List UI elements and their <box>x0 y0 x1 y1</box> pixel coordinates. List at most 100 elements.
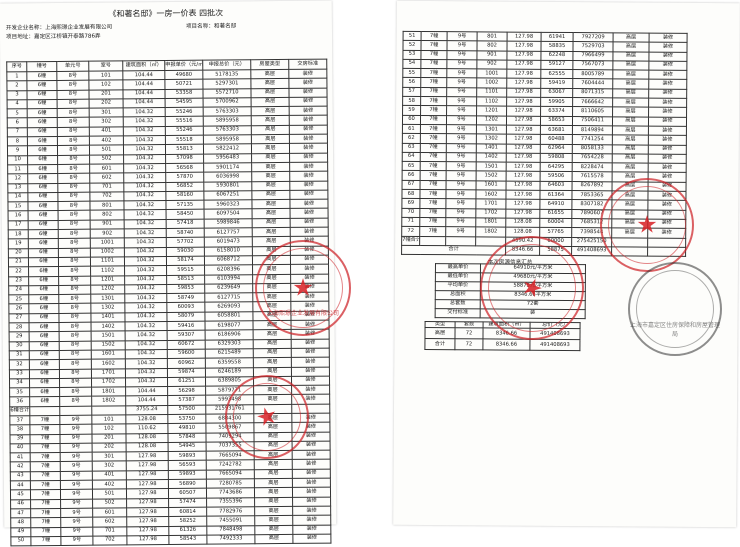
table-cell: 高层 <box>251 190 290 200</box>
table-cell: 35 <box>9 387 30 398</box>
table-cell: 装修 <box>289 171 328 181</box>
table-cell: 104.32 <box>123 182 166 192</box>
table-cell: 装修 <box>290 301 329 312</box>
table-cell: 装修 <box>292 487 331 498</box>
table-cell: 5901174 <box>203 162 252 173</box>
table-cell: 127.98 <box>506 59 541 70</box>
table-cell: 11 <box>7 164 28 175</box>
table-cell: 104.32 <box>123 135 166 146</box>
table-cell: 8号 <box>56 89 90 100</box>
table-cell: 104.32 <box>124 247 167 257</box>
table-cell: 装修 <box>292 533 331 544</box>
table-cell: 高层 <box>612 97 649 108</box>
table-cell: 8267892 <box>572 181 613 191</box>
table-cell: 1601 <box>476 180 507 191</box>
summary-label: 总套数 <box>435 299 481 309</box>
table-cell: 54 <box>402 59 421 69</box>
table-cell: 7幢 <box>420 59 447 69</box>
table-cell: 装修 <box>647 191 687 201</box>
table-cell: 25 <box>8 294 29 305</box>
table-cell: 9号 <box>60 517 93 527</box>
table-cell: 7幢 <box>420 115 447 125</box>
table-cell: 1701 <box>475 199 506 209</box>
table-cell: 72 <box>454 338 483 351</box>
table-cell: 装修 <box>648 70 687 80</box>
table-cell: 60093 <box>166 302 205 313</box>
table-cell: 6幢 <box>27 136 58 147</box>
table-cell: 7037355 <box>206 441 255 452</box>
table-cell: 7604444 <box>572 79 613 89</box>
table-cell: 9号 <box>446 78 477 88</box>
table-cell: 6幢 <box>29 341 60 351</box>
table-cell: 6幢 <box>26 80 57 91</box>
table-cell: 5700962 <box>203 97 252 108</box>
table-cell: 装修 <box>288 87 328 98</box>
table-cell: 57 <box>402 87 421 97</box>
table-cell: 6198077 <box>205 320 254 331</box>
table-cell: 57765 <box>539 227 572 238</box>
table-cell: 高层 <box>253 413 292 424</box>
table-cell: 3 <box>6 90 28 100</box>
table-cell: 51 <box>403 31 422 41</box>
table-cell: 5993498 <box>205 395 254 405</box>
table-cell: 6215489 <box>205 348 254 359</box>
table-cell: 20 <box>8 248 29 258</box>
table-cell: 装修 <box>292 450 331 460</box>
developer-name: 开发企业名称：上海熙璟企业发展有限公司 <box>5 24 113 32</box>
table-cell: 104.32 <box>123 191 166 202</box>
table-cell: 装修 <box>648 42 688 52</box>
table-cell: 高层 <box>251 153 290 163</box>
table-cell: 9号 <box>446 96 477 107</box>
table-cell: 57418 <box>166 218 205 229</box>
table-cell: 38 <box>9 424 30 435</box>
table-cell: 8号 <box>59 359 92 369</box>
table-cell: 50 <box>10 536 31 547</box>
table-cell: 1101 <box>90 256 125 267</box>
table-cell: 高层 <box>612 88 649 99</box>
table-cell: 127.98 <box>126 470 169 480</box>
table-cell: 28 <box>9 322 30 333</box>
table-cell: 1501 <box>476 162 507 172</box>
table-cell: 901 <box>90 219 125 230</box>
table-cell: 装修 <box>291 348 330 358</box>
table-cell: 5178135 <box>202 69 251 80</box>
table-cell: 58835 <box>540 41 574 52</box>
table-cell: 127.98 <box>506 78 541 89</box>
table-cell: 装修 <box>648 51 687 62</box>
table-cell: 49 <box>10 527 31 537</box>
table-cell: 1401 <box>476 143 507 153</box>
table-cell: 1802 <box>91 396 126 406</box>
table-cell: 19 <box>8 239 29 249</box>
table-cell: 装修 <box>289 115 328 126</box>
table-cell: 1402 <box>91 321 126 332</box>
table-cell: 高层 <box>251 125 290 135</box>
table-cell: 58875 <box>539 246 572 256</box>
table-cell: 202 <box>89 98 124 109</box>
table-cell: 201 <box>88 89 124 100</box>
table-cell: 49680 <box>164 70 203 80</box>
table-cell: 6幢 <box>29 387 60 398</box>
column-header: 单元号 <box>56 61 89 72</box>
table-cell: 104.32 <box>124 256 167 267</box>
table-cell: 12 <box>7 173 28 184</box>
table-cell: 8号 <box>58 294 91 304</box>
table-cell: 601 <box>92 507 127 518</box>
table-cell: 5 <box>7 108 28 119</box>
table-cell: 56593 <box>168 460 207 471</box>
table-cell: 6幢 <box>26 71 57 82</box>
table-cell: 127.98 <box>505 208 540 219</box>
table-cell: 7幢 <box>419 198 446 209</box>
table-cell: 8号 <box>58 266 91 276</box>
table-cell: 104.32 <box>125 340 168 350</box>
table-cell: 6067251 <box>203 190 252 201</box>
table-cell: 62 <box>402 133 421 144</box>
table-cell: 高层 <box>253 394 292 405</box>
table-cell: 8号 <box>59 387 92 397</box>
table-cell: 5895958 <box>203 134 252 145</box>
table-cell: 57848 <box>167 432 207 443</box>
table-cell: 57387 <box>167 395 206 406</box>
table-cell: 8号 <box>58 303 91 314</box>
table-cell: 7幢 <box>30 489 61 500</box>
